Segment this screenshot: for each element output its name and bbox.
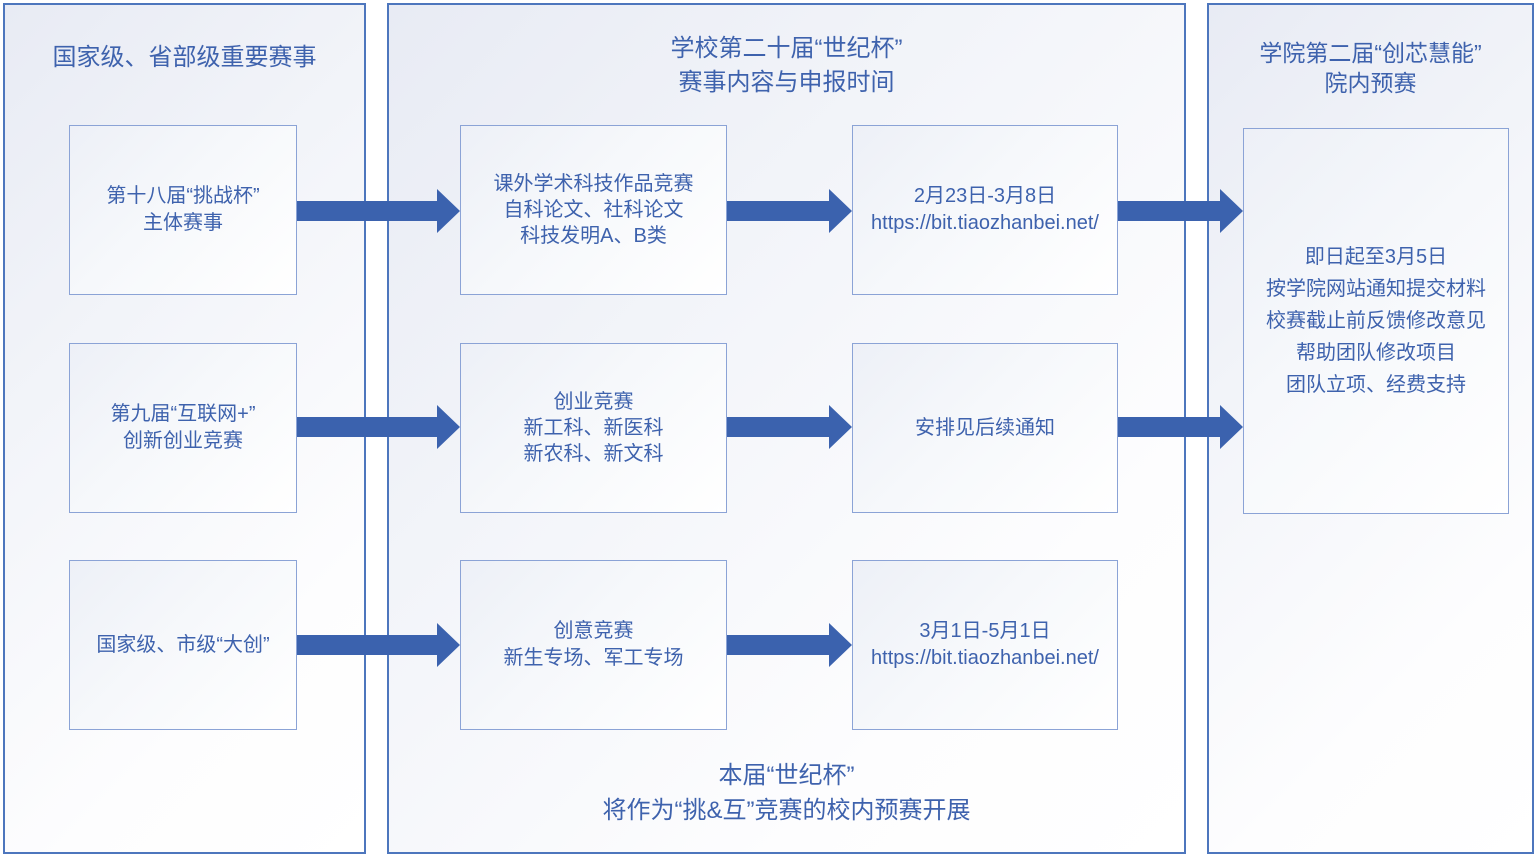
node-schedule-entrepreneurship: 安排见后续通知 <box>852 343 1118 513</box>
node-college-preliminary-detail: 即日起至3月5日 按学院网站通知提交材料 校赛截止前反馈修改意见 帮助团队修改项… <box>1243 128 1509 514</box>
left-panel-title: 国家级、省部级重要赛事 <box>3 43 366 73</box>
node-internet-plus: 第九届“互联网+” 创新创业竞赛 <box>69 343 297 513</box>
right-panel-title-line: 院内预赛 <box>1324 70 1417 96</box>
node-creative-contest: 创意竞赛 新生专场、军工专场 <box>460 560 727 730</box>
node-text-line: 自科论文、社科论文 <box>503 199 684 221</box>
node-schedule-academic: 2月23日-3月8日 https://bit.tiaozhanbei.net/ <box>852 125 1118 295</box>
right-panel-title: 学院第二届“创芯慧能” 院内预赛 <box>1207 38 1534 98</box>
node-text-line: 即日起至3月5日 <box>1304 246 1448 268</box>
center-panel-title: 学校第二十届“世纪杯” 赛事内容与申报时间 <box>387 32 1186 100</box>
arrow-right-icon <box>727 405 852 449</box>
center-panel-title-line: 赛事内容与申报时间 <box>678 69 895 96</box>
footer-note-line: 本届“世纪杯” <box>718 762 855 789</box>
node-text-line: 2月23日-3月8日 <box>913 185 1057 207</box>
arrow-right-icon <box>1118 189 1243 233</box>
arrow-right-icon <box>297 405 460 449</box>
node-entrepreneurship-contest: 创业竞赛 新工科、新医科 新农科、新文科 <box>460 343 727 513</box>
century-cup-footer-note: 本届“世纪杯” 将作为“挑&互”竞赛的校内预赛开展 <box>387 758 1186 828</box>
node-text-line: 科技发明A、B类 <box>520 225 667 247</box>
arrow-right-icon <box>297 623 460 667</box>
arrow-right-icon <box>727 623 852 667</box>
node-challenge-cup: 第十八届“挑战杯” 主体赛事 <box>69 125 297 295</box>
left-panel-title-line: 国家级、省部级重要赛事 <box>52 44 317 71</box>
node-text-line: 新农科、新文科 <box>523 443 664 465</box>
node-url-line: https://bit.tiaozhanbei.net/ <box>871 212 1099 234</box>
node-text-line: 新生专场、军工专场 <box>503 647 684 669</box>
node-text-line: 第九届“互联网+” <box>110 403 256 425</box>
node-text-line: 团队立项、经费支持 <box>1286 374 1466 396</box>
node-text-line: 国家级、市级“大创” <box>96 633 270 656</box>
arrow-right-icon <box>727 189 852 233</box>
right-panel-title-line: 学院第二届“创芯慧能” <box>1259 40 1482 66</box>
node-url-line: https://bit.tiaozhanbei.net/ <box>871 647 1099 669</box>
node-text-line: 主体赛事 <box>143 212 223 234</box>
node-text-line: 创意竞赛 <box>553 620 634 642</box>
arrow-right-icon <box>297 189 460 233</box>
node-academic-works-contest: 课外学术科技作品竞赛 自科论文、社科论文 科技发明A、B类 <box>460 125 727 295</box>
node-dachuang: 国家级、市级“大创” <box>69 560 297 730</box>
node-text-line: 帮助团队修改项目 <box>1296 342 1456 364</box>
center-panel-title-line: 学校第二十届“世纪杯” <box>670 35 903 62</box>
node-text-line: 新工科、新医科 <box>523 417 664 439</box>
footer-note-line: 将作为“挑&互”竞赛的校内预赛开展 <box>602 797 971 824</box>
node-text-line: 第十八届“挑战杯” <box>106 185 260 207</box>
node-text-line: 课外学术科技作品竞赛 <box>493 173 694 195</box>
node-text-line: 3月1日-5月1日 <box>919 620 1051 642</box>
node-schedule-creative: 3月1日-5月1日 https://bit.tiaozhanbei.net/ <box>852 560 1118 730</box>
node-text-line: 校赛截止前反馈修改意见 <box>1266 310 1486 332</box>
node-text-line: 创新创业竞赛 <box>123 430 243 452</box>
node-text-line: 创业竞赛 <box>553 391 634 413</box>
arrow-right-icon <box>1118 405 1243 449</box>
node-text-line: 安排见后续通知 <box>915 416 1055 439</box>
node-text-line: 按学院网站通知提交材料 <box>1266 278 1486 300</box>
